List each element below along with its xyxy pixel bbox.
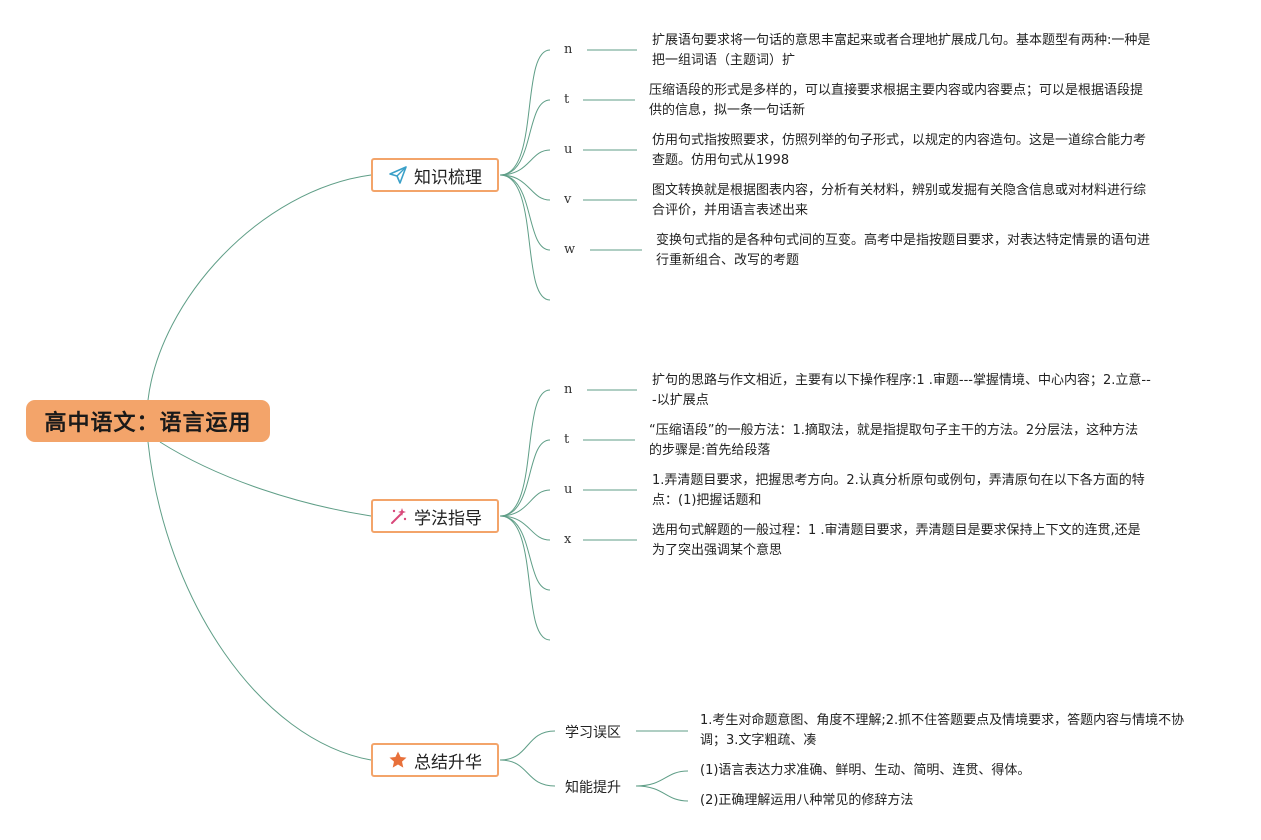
item-key: u (564, 142, 573, 157)
item-key: w (564, 242, 576, 257)
paper-plane-icon (388, 165, 408, 185)
item-text[interactable]: 扩句的思路与作文相近，主要有以下操作程序:1 .审题---掌握情境、中心内容；2… (652, 373, 1151, 408)
branch-label: 知识梳理 (414, 167, 482, 188)
item-text[interactable]: 仿用句式指按照要求，仿照列举的句子形式，以规定的内容造句。这是一道综合能力考查题… (652, 133, 1147, 168)
item-text[interactable]: “压缩语段”的一般方法：1.摘取法，就是指提取句子主干的方法。2分层法，这种方法… (649, 423, 1139, 458)
item-text[interactable]: 1.考生对命题意图、角度不理解;2.抓不住答题要点及情境要求，答题内容与情境不协… (700, 713, 1185, 748)
item-text[interactable]: (2)正确理解运用八种常见的修辞方法 (700, 793, 914, 808)
item-key: n (564, 42, 573, 57)
link-root-branch2 (159, 441, 372, 517)
item-key: t (564, 432, 570, 447)
branch-label: 总结升华 (414, 752, 482, 773)
link-root-branch3 (147, 441, 372, 761)
link-root-branch1 (147, 174, 372, 401)
item-text[interactable]: (1)语言表达力求准确、鲜明、生动、简明、连贯、得体。 (700, 763, 1031, 778)
sub-topic-misconceptions[interactable]: 学习误区 (565, 725, 621, 741)
item-key: x (564, 532, 572, 547)
item-text[interactable]: 1.弄清题目要求，把握思考方向。2.认真分析原句或例句，弄清原句在以下各方面的特… (652, 473, 1145, 508)
branch-label: 学法指导 (414, 508, 482, 529)
item-text[interactable]: 变换句式指的是各种句式间的互变。高考中是指按题目要求，对表达特定情景的语句进行重… (656, 233, 1151, 268)
magic-wand-icon (388, 506, 408, 526)
star-icon (388, 750, 408, 770)
item-key: v (564, 192, 572, 207)
root-title: 高中语文：语言运用 (44, 411, 252, 436)
branch-method[interactable]: 学法指导 (371, 499, 499, 533)
item-text[interactable]: 图文转换就是根据图表内容，分析有关材料，辨别或发掘有关隐含信息或对材料进行综合评… (652, 183, 1147, 218)
sub-topic-improvement[interactable]: 知能提升 (565, 780, 621, 796)
item-key: t (564, 92, 570, 107)
item-text[interactable]: 压缩语段的形式是多样的，可以直接要求根据主要内容或内容要点；可以是根据语段提供的… (649, 83, 1144, 118)
item-text[interactable]: 扩展语句要求将一句话的意思丰富起来或者合理地扩展成几句。基本题型有两种:一种是把… (652, 33, 1151, 68)
item-key: u (564, 482, 573, 497)
branch-summary[interactable]: 总结升华 (371, 743, 499, 777)
branch-knowledge[interactable]: 知识梳理 (371, 158, 499, 192)
root-node[interactable]: 高中语文：语言运用 (26, 400, 270, 442)
item-key: n (564, 382, 573, 397)
item-text[interactable]: 选用句式解题的一般过程：1 .审清题目要求，弄清题目是要求保持上下文的连贯,还是… (652, 523, 1141, 558)
